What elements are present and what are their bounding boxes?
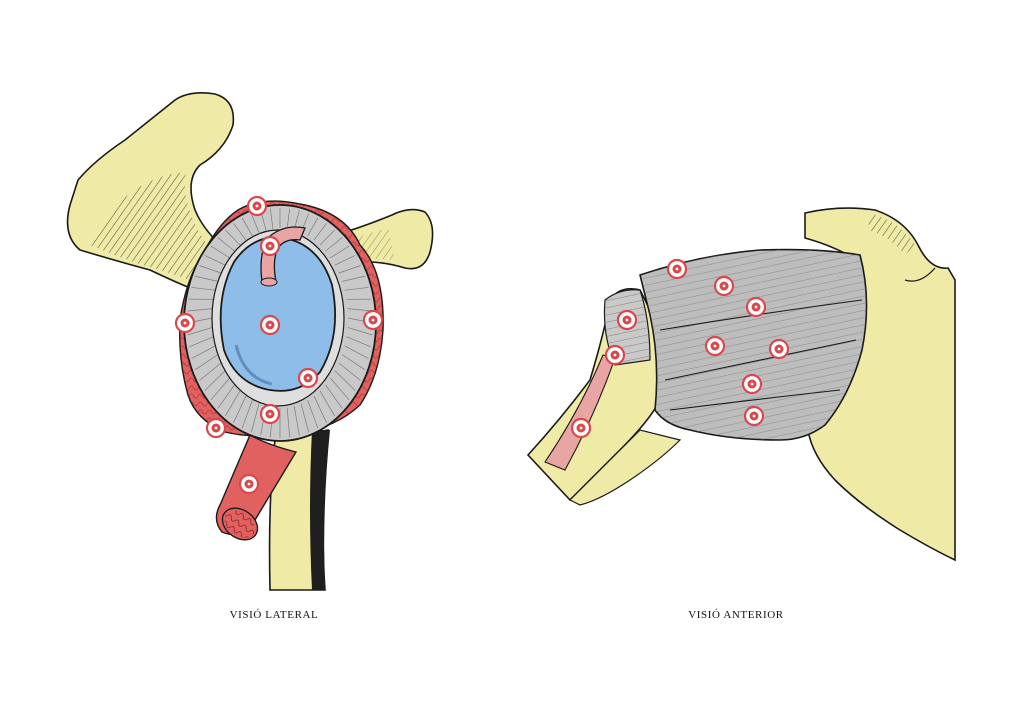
marker-center [676, 268, 679, 271]
caption-lateral-view: VISIÓ LATERAL [214, 609, 334, 621]
marker-point[interactable] [618, 311, 636, 329]
marker-center [626, 319, 629, 322]
marker-point[interactable] [668, 260, 686, 278]
marker-center [269, 245, 272, 248]
marker-center [778, 348, 781, 351]
marker-point[interactable] [747, 298, 765, 316]
marker-point[interactable] [261, 237, 279, 255]
marker-center [755, 306, 758, 309]
marker-center [714, 345, 717, 348]
marker-point[interactable] [364, 311, 382, 329]
marker-point[interactable] [207, 419, 225, 437]
marker-point[interactable] [261, 405, 279, 423]
marker-point[interactable] [770, 340, 788, 358]
marker-point[interactable] [706, 337, 724, 355]
marker-center [215, 427, 218, 430]
marker-center [269, 324, 272, 327]
marker-center [614, 354, 617, 357]
marker-point[interactable] [240, 475, 258, 493]
lateral-view [68, 93, 433, 590]
caption-anterior-view: VISIÓ ANTERIOR [676, 609, 796, 621]
marker-point[interactable] [176, 314, 194, 332]
humerus-shadow [310, 430, 330, 590]
marker-point[interactable] [261, 316, 279, 334]
marker-point[interactable] [745, 407, 763, 425]
marker-center [372, 319, 375, 322]
marker-center [256, 205, 259, 208]
marker-point[interactable] [572, 419, 590, 437]
marker-point[interactable] [299, 369, 317, 387]
marker-center [580, 427, 583, 430]
anterior-view [528, 208, 955, 560]
biceps-tendon-base [261, 278, 277, 286]
marker-center [184, 322, 187, 325]
marker-point[interactable] [248, 197, 266, 215]
marker-center [753, 415, 756, 418]
marker-center [723, 285, 726, 288]
marker-point[interactable] [743, 375, 761, 393]
marker-center [269, 413, 272, 416]
glenoid-cavity [221, 237, 335, 391]
marker-center [751, 383, 754, 386]
marker-center [248, 483, 251, 486]
marker-point[interactable] [715, 277, 733, 295]
marker-center [307, 377, 310, 380]
marker-point[interactable] [606, 346, 624, 364]
